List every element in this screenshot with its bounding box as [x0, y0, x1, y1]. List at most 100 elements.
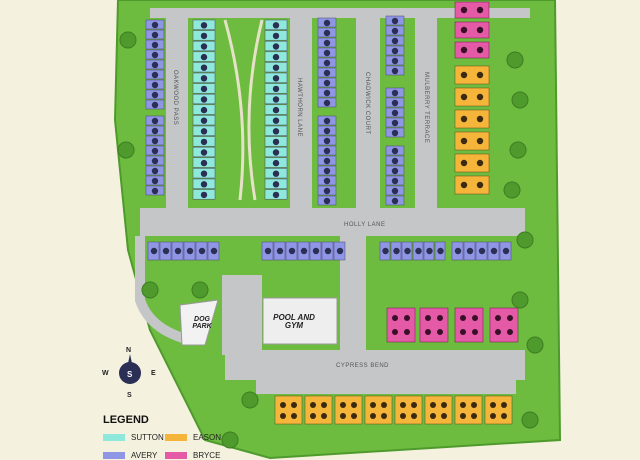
eason-cluster-unit — [334, 395, 363, 425]
compass-east: E — [151, 370, 156, 377]
avery-row-c-unit-marker — [393, 247, 400, 255]
avery-col-b-unit-marker — [151, 117, 159, 125]
avery-col-f-unit-marker — [391, 129, 399, 137]
compass-south: S — [127, 392, 132, 399]
eason-cluster-marker — [490, 402, 496, 408]
bryce-cluster-marker — [460, 6, 468, 14]
eason-cluster-marker — [400, 402, 406, 408]
avery-col-e-unit-marker — [391, 47, 399, 55]
eason-cluster-unit — [364, 395, 393, 425]
legend-swatch-bryce — [165, 452, 187, 459]
bryce-cluster-marker — [476, 6, 484, 14]
bryce-cluster-marker — [404, 315, 410, 321]
sutton-col-b-unit-marker — [272, 181, 280, 188]
road-cypress-bend — [225, 350, 525, 380]
avery-row-d-unit-marker — [466, 247, 474, 255]
avery-row-c-unit-marker — [437, 247, 444, 255]
legend-swatch-avery — [103, 452, 125, 459]
eason-cluster-marker — [490, 413, 496, 419]
tree-icon — [526, 336, 544, 354]
tree-icon — [521, 411, 539, 429]
eason-cluster-marker — [460, 137, 468, 145]
avery-col-d-unit-marker — [323, 187, 331, 195]
eason-cluster-marker — [291, 402, 297, 408]
avery-col-a-unit-marker — [151, 101, 159, 109]
property-boundary — [113, 0, 562, 460]
eason-cluster-marker — [460, 71, 468, 79]
bryce-cluster-marker — [476, 46, 484, 54]
eason-cluster-marker — [441, 402, 447, 408]
tree-icon — [511, 291, 529, 309]
avery-col-e-unit-marker — [391, 27, 399, 35]
sutton-col-a-unit-marker — [200, 181, 208, 188]
eason-cluster-unit — [484, 395, 513, 425]
legend-item-bryce: BRYCE — [165, 451, 220, 460]
bryce-cluster-unit — [489, 307, 519, 343]
legend-label-sutton: SUTTON — [131, 433, 164, 442]
sutton-col-b-unit-marker — [272, 191, 280, 199]
avery-row-a-unit-marker — [174, 247, 182, 255]
eason-cluster-unit — [454, 395, 483, 425]
dog-park-area — [179, 299, 219, 346]
eason-cluster-unit — [454, 131, 490, 151]
eason-cluster-marker — [501, 413, 507, 419]
eason-cluster-marker — [476, 159, 484, 167]
sutton-col-a-unit-marker — [200, 32, 208, 40]
dog-park-label: DOG PARK — [192, 316, 212, 331]
bryce-cluster-marker — [460, 315, 466, 321]
tree-icon — [516, 231, 534, 249]
avery-col-a-unit-marker — [151, 31, 159, 39]
avery-row-b-unit-marker — [264, 247, 272, 255]
avery-row-a-unit-marker — [210, 247, 218, 255]
avery-col-d-unit-marker — [323, 147, 331, 155]
sutton-col-a-unit-marker — [200, 43, 208, 50]
eason-cluster-marker — [310, 413, 316, 419]
tree-icon — [511, 91, 529, 109]
legend-item-avery: AVERY — [103, 451, 157, 460]
bryce-cluster-marker — [437, 315, 443, 321]
street-label-chadwick-court: CHADWICK COURT — [364, 72, 370, 135]
tree-icon — [509, 141, 527, 159]
tree-icon — [119, 31, 137, 49]
sutton-col-a-unit-marker — [200, 96, 208, 103]
eason-cluster-marker — [280, 413, 286, 419]
avery-col-b-unit-marker — [151, 157, 159, 165]
avery-col-c-unit-marker — [323, 79, 331, 87]
street-label-cypress-bend: CYPRESS BEND — [336, 363, 390, 369]
avery-col-g-unit-marker — [391, 187, 399, 195]
avery-row-d-unit-marker — [478, 247, 486, 255]
eason-cluster-marker — [400, 413, 406, 419]
eason-cluster-marker — [370, 402, 376, 408]
sutton-col-b-unit-marker — [272, 53, 280, 61]
avery-col-b-unit-marker — [151, 167, 159, 175]
avery-col-a-unit-marker — [151, 81, 159, 89]
eason-cluster-marker — [381, 413, 387, 419]
tree-icon — [141, 281, 159, 299]
eason-cluster-marker — [351, 413, 357, 419]
avery-row-b-unit-marker — [300, 247, 308, 255]
avery-col-f-unit-marker — [391, 89, 399, 97]
sutton-col-b-unit-marker — [272, 106, 280, 114]
avery-col-g-unit-marker — [391, 197, 399, 205]
avery-col-b-unit-marker — [151, 177, 159, 185]
eason-cluster-unit — [454, 175, 490, 195]
sutton-col-a-unit-marker — [200, 170, 208, 177]
avery-col-f-unit-marker — [391, 99, 399, 107]
sutton-col-b-unit-marker — [272, 85, 280, 93]
avery-col-d-unit-marker — [323, 137, 331, 145]
sutton-col-b-unit-marker — [272, 96, 280, 103]
avery-col-b-unit-marker — [151, 147, 159, 155]
road-hawthorn-lane — [290, 14, 312, 210]
legend-item-eason: EASON — [165, 433, 221, 442]
avery-row-b-unit-marker — [312, 247, 320, 255]
avery-col-d-unit-marker — [323, 117, 331, 125]
eason-cluster-marker — [381, 402, 387, 408]
bryce-cluster-marker — [507, 329, 513, 335]
eason-cluster-marker — [471, 402, 477, 408]
sutton-col-a-unit-marker — [200, 191, 208, 199]
compass-north-arrow-icon — [127, 354, 133, 368]
avery-col-f-unit-marker — [391, 119, 399, 127]
bryce-cluster-unit — [454, 1, 490, 19]
sutton-col-b-unit-marker — [272, 170, 280, 177]
